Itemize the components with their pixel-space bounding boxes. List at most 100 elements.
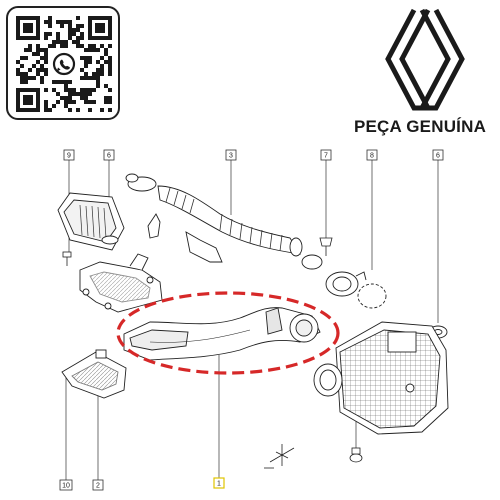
part-air-inlet-duct[interactable] [123,307,321,361]
callout-9-label: 9 [67,153,71,160]
qr-module [36,60,40,64]
qr-module [108,60,112,64]
qr-module [64,96,68,100]
qr-module [36,48,40,52]
qr-module [108,100,112,104]
qr-module [48,44,52,48]
qr-module [68,92,72,96]
qr-module [84,72,88,76]
qr-code-frame[interactable] [6,6,120,120]
qr-module [32,76,36,80]
qr-module [48,20,52,24]
qr-module [92,76,96,80]
qr-module [48,16,52,20]
qr-module [16,68,20,72]
qr-module [100,108,104,112]
qr-module [92,100,96,104]
qr-module [56,92,60,96]
highlight-ellipse [116,291,340,375]
qr-module [44,104,48,108]
qr-module [56,80,60,84]
qr-module [80,24,84,28]
qr-module [48,108,52,112]
qr-module [60,96,64,100]
qr-module [20,56,24,60]
qr-module [92,72,96,76]
qr-module [80,36,84,40]
qr-module [16,72,20,76]
qr-module [104,96,108,100]
qr-module [36,68,40,72]
qr-module [68,32,72,36]
qr-module [72,100,76,104]
qr-module [40,64,44,68]
callout-7[interactable]: 7 [320,149,332,161]
callout-6-left[interactable]: 6 [103,149,115,161]
qr-module [100,68,104,72]
qr-module [80,96,84,100]
qr-module [52,44,56,48]
qr-module [88,76,92,80]
qr-module [92,48,96,52]
whatsapp-icon [50,50,78,78]
callout-6-right[interactable]: 6 [432,149,444,161]
callout-2[interactable]: 2 [92,479,104,491]
qr-module [76,36,80,40]
qr-module [52,40,56,44]
qr-module [88,48,92,52]
qr-module [92,88,96,92]
qr-module [60,24,64,28]
qr-module [68,20,72,24]
qr-module [44,68,48,72]
qr-module [68,80,72,84]
qr-module [84,100,88,104]
callout-8[interactable]: 8 [366,149,378,161]
qr-finder-top-right [88,16,112,40]
qr-module [80,68,84,72]
qr-finder-top-left [16,16,40,40]
qr-module [60,44,64,48]
callout-1-label: 1 [217,481,221,488]
qr-module [84,92,88,96]
callout-1[interactable]: 1 [213,477,225,489]
qr-module [72,28,76,32]
qr-module [48,32,52,36]
qr-module [88,108,92,112]
qr-module [40,56,44,60]
qr-module [44,36,48,40]
qr-module [44,32,48,36]
qr-module [52,104,56,108]
qr-module [84,96,88,100]
qr-module [20,80,24,84]
qr-module [40,80,44,84]
qr-module [88,60,92,64]
callout-9[interactable]: 9 [63,149,75,161]
qr-module [40,76,44,80]
qr-module [76,40,80,44]
qr-module [56,40,60,44]
qr-module [28,48,32,52]
qr-module [76,92,80,96]
qr-module [44,48,48,52]
qr-module [100,44,104,48]
qr-module [64,88,68,92]
qr-module [44,108,48,112]
qr-module [20,76,24,80]
qr-module [96,80,100,84]
parts-diagram: 9 6 3 7 8 6 10 2 [57,149,449,491]
qr-module [96,68,100,72]
qr-module [20,72,24,76]
qr-module [108,64,112,68]
qr-module [40,48,44,52]
qr-module [92,44,96,48]
part-stud [349,447,363,463]
callout-10[interactable]: 10 [59,479,73,491]
qr-module [72,32,76,36]
qr-module [56,36,60,40]
callout-3[interactable]: 3 [225,149,237,161]
qr-module [72,92,76,96]
qr-module [108,88,112,92]
orientation-symbol [264,444,295,469]
qr-module [100,64,104,68]
qr-module [108,56,112,60]
